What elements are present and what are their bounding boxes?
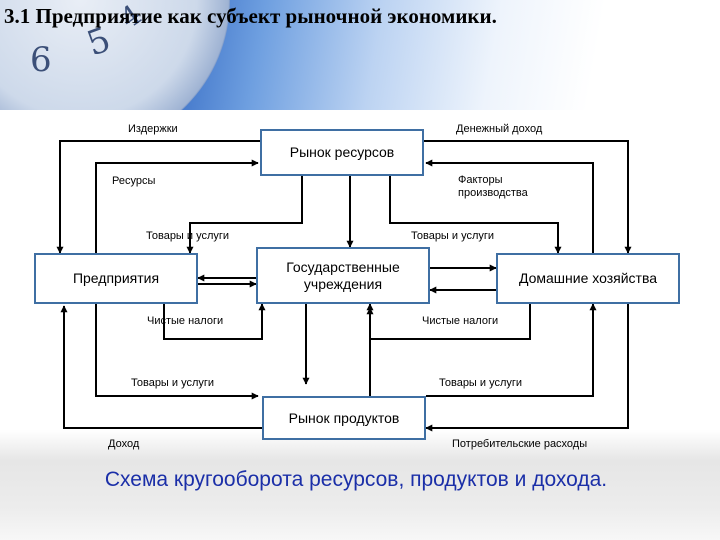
clock-digit-6: 6 (30, 40, 52, 80)
node-government: Государственные учреждения (256, 247, 430, 304)
arrow-factors (425, 159, 594, 253)
diagram-caption: Схема кругооборота ресурсов, продуктов и… (104, 468, 608, 491)
slide-title: 3.1 Предприятие как субъект рыночной эко… (4, 4, 497, 28)
label-goods-services-bottom-right: Товары и услуги (439, 377, 523, 389)
arrow-costs (56, 140, 260, 254)
label-factors-of-production: Факторы производства (458, 174, 528, 199)
label-money-income: Денежный доход (456, 123, 543, 135)
arrow-net-taxes-left (163, 303, 266, 340)
node-firms: Предприятия (34, 253, 198, 304)
clock-decoration (0, 0, 230, 110)
arrow-money-income (424, 140, 632, 254)
label-net-taxes-left: Чистые налоги (147, 315, 224, 327)
arrow-income (60, 305, 262, 429)
arrow-goods-bottom-left (95, 304, 259, 400)
label-consumer-spending: Потребительские расходы (452, 438, 588, 450)
bottom-band (0, 430, 720, 540)
arrow-goods-top-right (389, 175, 562, 254)
label-net-taxes-right: Чистые налоги (422, 315, 499, 327)
label-costs: Издержки (128, 123, 178, 135)
header-banner: 6 5 4 3.1 Предприятие как субъект рыночн… (0, 0, 720, 110)
label-goods-services-top-left: Товары и услуги (146, 230, 230, 242)
arrow-consumer-spending (425, 304, 629, 432)
node-resource-market: Рынок ресурсов (260, 129, 424, 176)
label-income: Доход (108, 438, 140, 450)
arrow-goods-top-left (186, 175, 303, 254)
arrow-resources (95, 159, 259, 253)
label-goods-services-top-right: Товары и услуги (411, 230, 495, 242)
node-households: Домашние хозяйства (496, 253, 680, 304)
label-resources: Ресурсы (112, 175, 156, 187)
node-product-market: Рынок продуктов (262, 396, 426, 440)
arrow-goods-bottom-right (426, 303, 597, 397)
label-goods-services-bottom-left: Товары и услуги (131, 377, 215, 389)
